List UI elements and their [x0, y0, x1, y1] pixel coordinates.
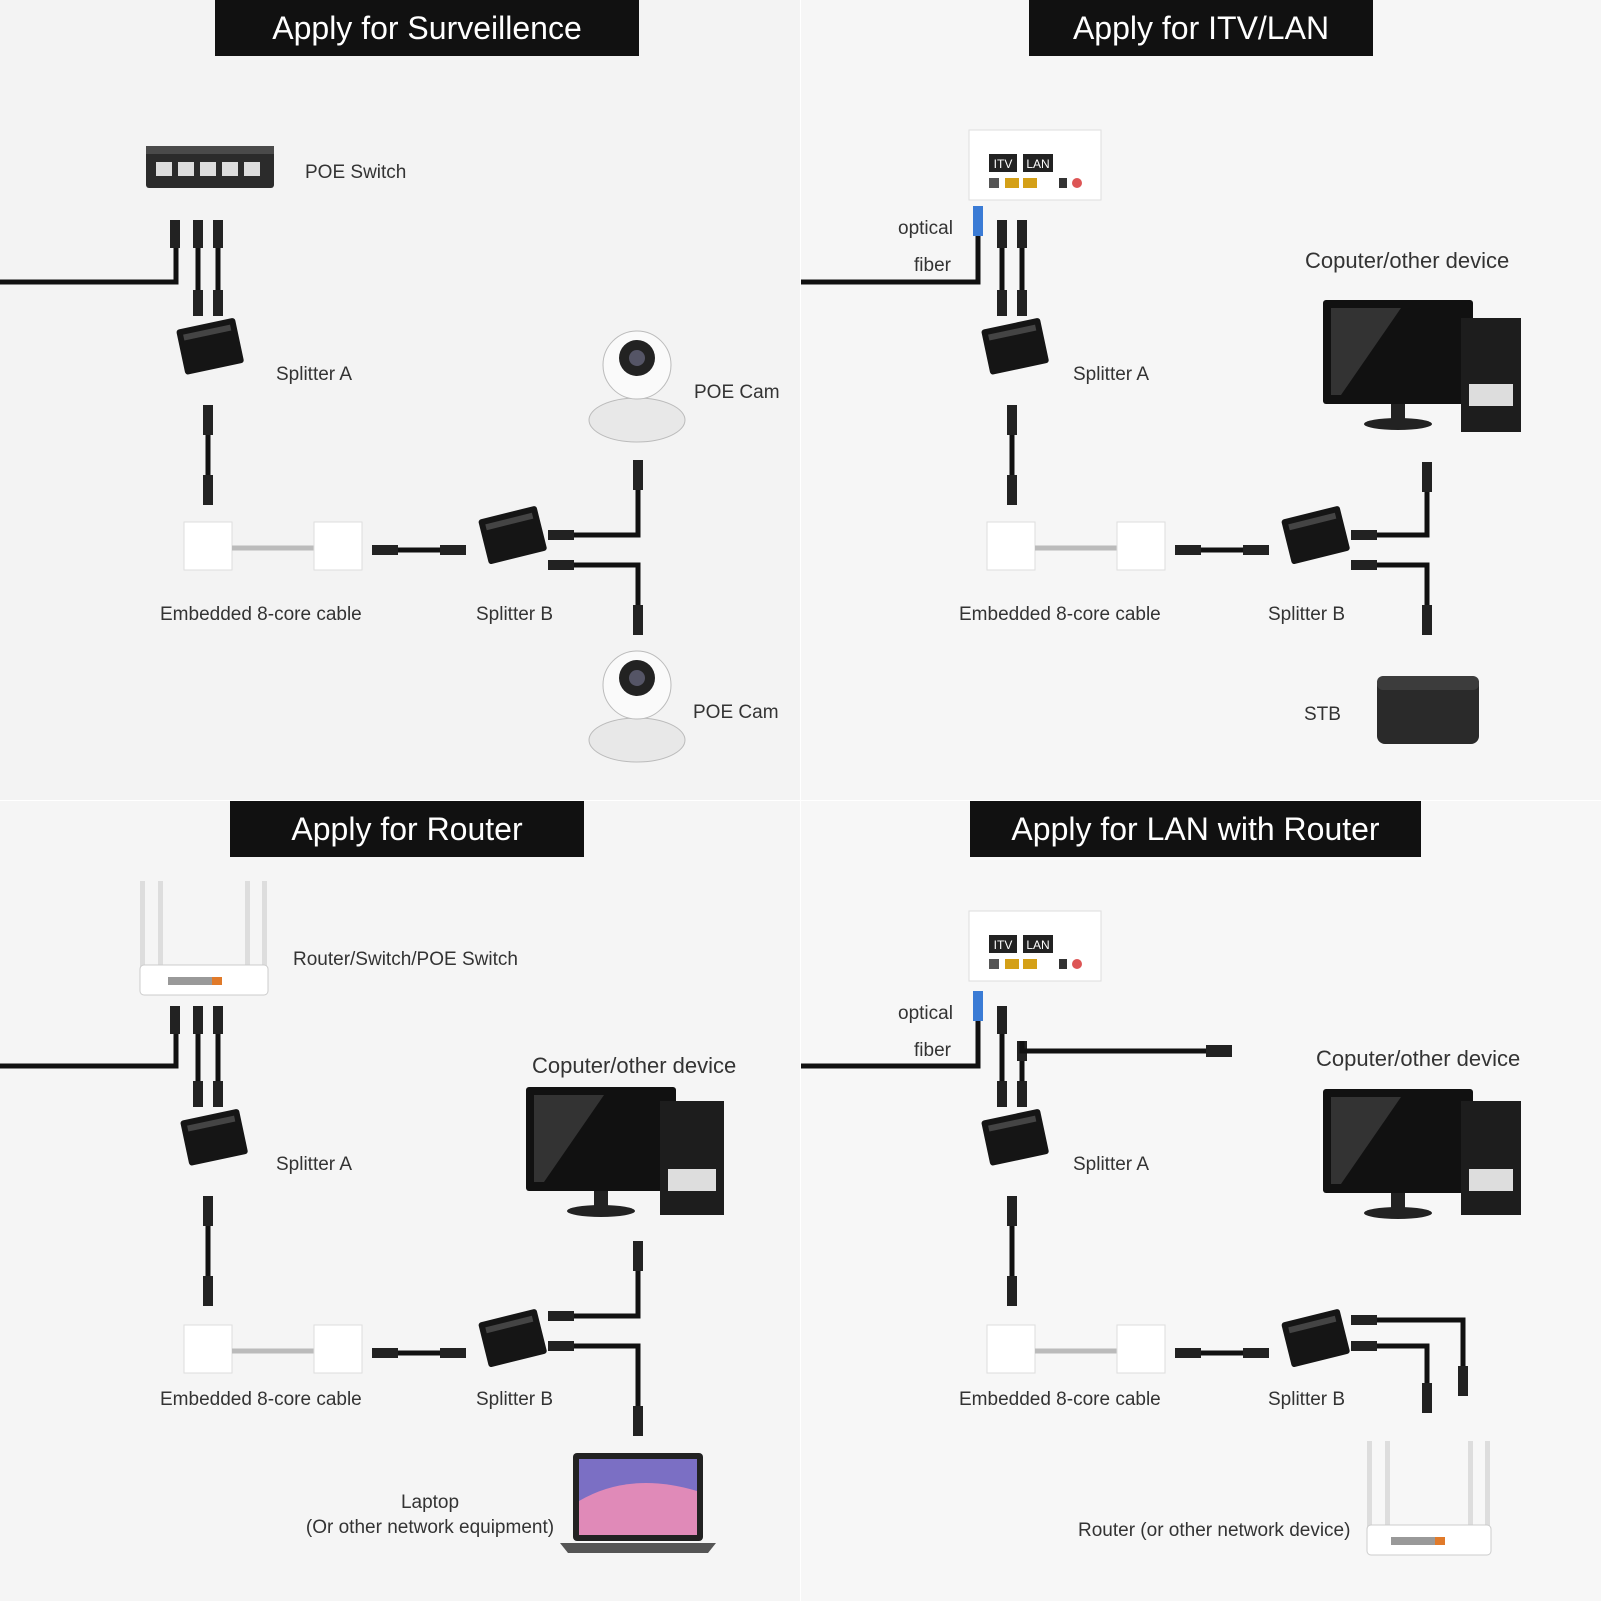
title-router: Apply for Router: [230, 801, 584, 857]
lan-router-wiring: ITV LAN: [801, 910, 1521, 1556]
label-poe-switch: POE Switch: [305, 162, 407, 183]
label-optical: optical: [898, 1003, 953, 1024]
splitter-b-icon: [478, 1309, 547, 1367]
ont-modem-icon: [968, 129, 1102, 201]
label-splitter-b: Splitter B: [1268, 604, 1346, 625]
computer-icon: [526, 1087, 724, 1217]
label-splitter-b: Splitter B: [476, 604, 554, 625]
port-lan-label: LAN: [1026, 938, 1049, 952]
splitter-b-icon: [1281, 506, 1350, 564]
poe-switch-icon: [146, 146, 274, 188]
port-lan-label: LAN: [1026, 157, 1049, 171]
label-computer: Coputer/other device: [532, 1053, 737, 1078]
router-icon: [1366, 1441, 1492, 1556]
itv-lan-wiring: ITV LAN: [801, 129, 1521, 744]
label-computer: Coputer/other device: [1316, 1046, 1521, 1071]
computer-icon: [1323, 1089, 1521, 1219]
title-itv-lan: Apply for ITV/LAN: [1029, 0, 1373, 56]
label-cable: Embedded 8-core cable: [160, 1389, 362, 1410]
splitter-a-icon: [180, 1109, 248, 1166]
laptop-icon: [560, 1453, 716, 1553]
horizontal-divider: [0, 800, 1601, 801]
label-cable: Embedded 8-core cable: [959, 604, 1161, 625]
splitter-b-icon: [478, 506, 547, 564]
label-poe-cam-2: POE Cam: [693, 702, 779, 723]
label-stb: STB: [1304, 704, 1341, 725]
poe-cam-icon-2: [588, 650, 686, 763]
splitter-b-icon: [1281, 1309, 1350, 1367]
panel-surveillance: Apply for Surveillence POE Switch Splitt…: [0, 0, 800, 800]
panel-router: Apply for Router Router/Switch/POE Switc…: [0, 801, 800, 1601]
splitter-a-icon: [981, 318, 1049, 375]
stb-icon: [1377, 676, 1479, 744]
computer-icon: [1323, 300, 1521, 432]
panel-lan-router: ITV LAN: [801, 801, 1601, 1601]
splitter-a-icon: [981, 1109, 1049, 1166]
ont-modem-icon: [968, 910, 1102, 982]
title-lan-router: Apply for LAN with Router: [970, 801, 1421, 857]
label-fiber: fiber: [914, 1040, 951, 1061]
label-splitter-a: Splitter A: [1073, 364, 1150, 385]
label-fiber: fiber: [914, 255, 951, 276]
router-wiring: [0, 881, 724, 1553]
label-splitter-a: Splitter A: [276, 1154, 353, 1175]
label-splitter-a: Splitter A: [276, 364, 353, 385]
label-router: Router/Switch/POE Switch: [293, 949, 518, 970]
title-surveillance: Apply for Surveillence: [215, 0, 639, 56]
splitter-a-icon: [176, 318, 244, 375]
label-splitter-a: Splitter A: [1073, 1154, 1150, 1175]
label-optical: optical: [898, 218, 953, 239]
label-laptop: Laptop: [400, 1492, 460, 1513]
label-laptop-sub: (Or other network equipment): [305, 1517, 555, 1538]
panel-itv-lan: ITV LAN: [801, 0, 1601, 800]
label-splitter-b: Splitter B: [476, 1389, 554, 1410]
label-cable: Embedded 8-core cable: [160, 604, 362, 625]
port-itv-label: ITV: [994, 938, 1013, 952]
surveillance-wiring: [0, 146, 686, 763]
router-icon: [139, 881, 269, 996]
port-itv-label: ITV: [994, 157, 1013, 171]
label-cable: Embedded 8-core cable: [959, 1389, 1161, 1410]
poe-cam-icon-1: [588, 330, 686, 443]
label-splitter-b: Splitter B: [1268, 1389, 1346, 1410]
label-computer: Coputer/other device: [1305, 248, 1510, 273]
label-poe-cam-1: POE Cam: [694, 382, 780, 403]
label-router: Router (or other network device): [1078, 1520, 1351, 1541]
